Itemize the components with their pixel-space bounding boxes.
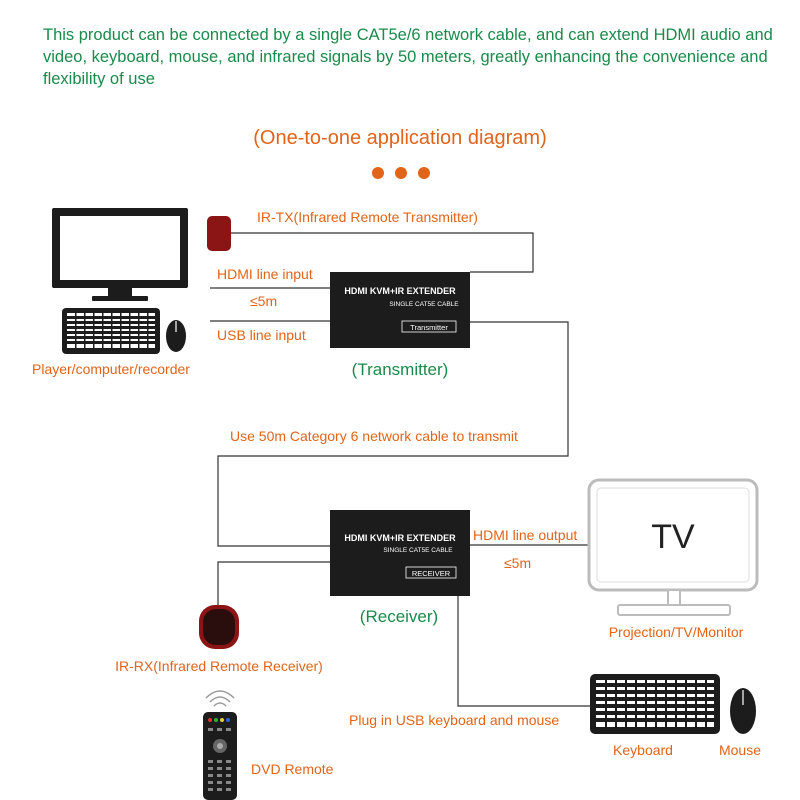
intro-text: This product can be connected by a singl…	[43, 26, 773, 88]
keyboard-icon	[590, 674, 720, 734]
usb-plug-label: Plug in USB keyboard and mouse	[349, 712, 559, 728]
computer-monitor-icon	[52, 208, 188, 301]
usb-output-line	[457, 596, 590, 707]
hdmi-input-label: HDMI line input	[217, 266, 313, 282]
title-dots	[372, 167, 430, 179]
computer-keyboard-icon	[62, 308, 160, 354]
remote-label: DVD Remote	[251, 761, 334, 777]
receiver-badge: RECEIVER	[412, 569, 451, 578]
receiver-device: HDMI KVM+IR EXTENDER SINGLE CAT5E CABLE …	[330, 510, 470, 596]
connection-lines	[210, 232, 590, 707]
transmitter-device: HDMI KVM+IR EXTENDER SINGLE CAT5E CABLE …	[330, 272, 470, 348]
dvd-remote-icon	[203, 690, 237, 800]
mouse-icon	[730, 688, 756, 734]
ir-rx-label: IR-RX(Infrared Remote Receiver)	[115, 658, 323, 674]
ir-transmitter-icon	[207, 216, 231, 251]
ir-tx-label: IR-TX(Infrared Remote Transmitter)	[257, 209, 478, 225]
transmitter-badge: Transmitter	[410, 323, 448, 332]
transmitter-title: HDMI KVM+IR EXTENDER	[344, 286, 456, 296]
cable-label: Use 50m Category 6 network cable to tran…	[230, 428, 518, 444]
tv-display-icon	[587, 478, 759, 616]
hdmi-output-label: HDMI line output	[473, 527, 577, 543]
transmitter-caption: (Transmitter)	[352, 360, 449, 379]
receiver-title: HDMI KVM+IR EXTENDER	[344, 533, 456, 543]
tv-screen-text: TV	[651, 518, 695, 556]
ir-tx-line	[230, 232, 534, 273]
computer-mouse-icon	[166, 320, 186, 352]
receiver-subtitle: SINGLE CAT5E CABLE	[383, 547, 453, 554]
keyboard-label: Keyboard	[613, 742, 673, 758]
network-cable-line	[217, 321, 569, 547]
ir-rx-line	[217, 561, 330, 625]
ir-receiver-icon	[199, 605, 239, 649]
mouse-label: Mouse	[719, 742, 761, 758]
input-distance-label: ≤5m	[250, 293, 277, 309]
diagram-title: (One-to-one application diagram)	[253, 127, 547, 149]
usb-input-label: USB line input	[217, 327, 306, 343]
output-distance-label: ≤5m	[504, 555, 531, 571]
player-label: Player/computer/recorder	[32, 361, 190, 377]
receiver-caption: (Receiver)	[360, 607, 438, 626]
transmitter-subtitle: SINGLE CAT5E CABLE	[389, 301, 459, 308]
display-label: Projection/TV/Monitor	[609, 624, 744, 640]
